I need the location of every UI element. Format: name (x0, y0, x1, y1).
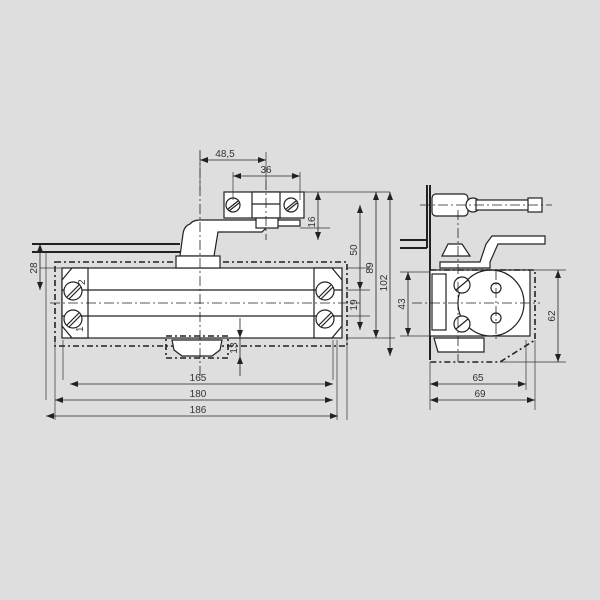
closer-arm (179, 219, 301, 257)
dim-48-5: 48,5 (215, 149, 235, 160)
dim-165: 165 (190, 373, 207, 384)
dim-102: 102 (379, 274, 390, 291)
side-view: 43 62 65 69 (397, 185, 566, 410)
front-view: 2 1 48,5 36 16 28 50 (29, 149, 395, 420)
dim-28: 28 (29, 262, 40, 274)
screw-label-2: 2 (77, 279, 88, 285)
dim-13: 13 (229, 342, 240, 354)
dim-36: 36 (260, 165, 272, 176)
dim-62: 62 (547, 310, 558, 322)
dim-180: 180 (190, 389, 207, 400)
dim-43: 43 (397, 298, 408, 310)
dim-50: 50 (349, 244, 360, 256)
dim-19: 19 (349, 299, 360, 311)
dim-186: 186 (190, 405, 207, 416)
dim-16: 16 (307, 216, 318, 228)
screw-label-1: 1 (75, 326, 86, 332)
dim-65: 65 (472, 373, 484, 384)
dim-89: 89 (365, 262, 376, 274)
dim-69: 69 (474, 389, 486, 400)
